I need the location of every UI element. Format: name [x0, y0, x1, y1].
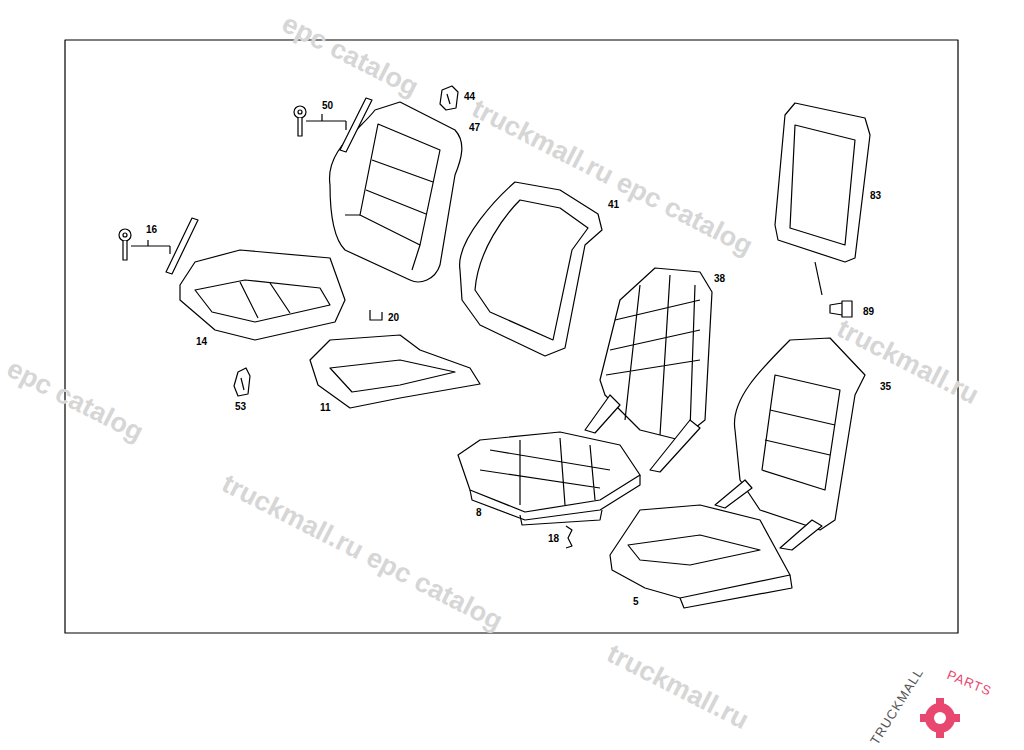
callout-number: 16 [146, 225, 157, 235]
backrest-panel [775, 103, 870, 295]
callout-number: 8 [476, 508, 482, 518]
screw-part [830, 301, 852, 317]
logo-text: TRUCKMALL [868, 666, 926, 747]
complete-seat [610, 338, 865, 608]
frame-border [65, 40, 958, 633]
callout-number: 44 [464, 92, 475, 102]
callout-number: 35 [880, 382, 891, 392]
seat-base [458, 432, 640, 525]
watermark: truckmall.ru [833, 315, 983, 409]
callout-number: 11 [320, 403, 331, 413]
callout-number: 41 [608, 200, 619, 210]
pin-part [294, 98, 372, 152]
logo-gear [920, 698, 960, 738]
watermark: truckmall.ru [603, 640, 753, 734]
watermark: truckmall.ru epc catalog [218, 470, 507, 635]
callout-number: 18 [548, 534, 559, 544]
watermark: truckmall.ru epc catalog [468, 95, 757, 260]
watermark: epc catalog [3, 355, 148, 447]
backrest-cover [330, 102, 462, 282]
callout-number: 38 [714, 274, 725, 284]
seat-pad [310, 335, 480, 408]
callout-number: 14 [196, 337, 207, 347]
clip-part [370, 310, 382, 320]
callout-number: 5 [633, 597, 639, 607]
clip-part [440, 86, 458, 110]
seat-cushion [180, 250, 345, 340]
callout-number: 50 [322, 101, 333, 111]
pin-part [119, 218, 198, 274]
callout-number: 83 [870, 191, 881, 201]
callout-number: 53 [235, 402, 246, 412]
callout-number: 20 [388, 313, 399, 323]
watermark: epc catalog [278, 10, 423, 102]
clip-part [234, 368, 250, 396]
backrest-foam [460, 182, 602, 356]
clip-part [566, 526, 572, 548]
callout-number: 89 [863, 307, 874, 317]
logo-text: PARTS [945, 668, 994, 698]
